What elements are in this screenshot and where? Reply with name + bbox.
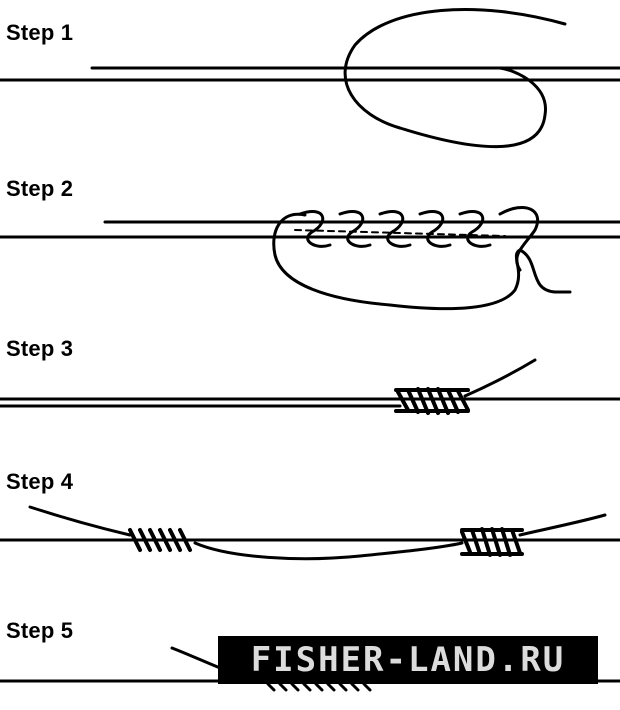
- step-2-label: Step 2: [6, 176, 74, 201]
- right-tag-4: [518, 513, 607, 537]
- sag-line-4: [193, 541, 464, 561]
- step-5-label: Step 5: [6, 618, 74, 643]
- step-2-illustration: [0, 205, 620, 311]
- step-1-label: Step 1: [6, 20, 74, 45]
- tag-end-2: [518, 248, 572, 294]
- step-4-illustration: [0, 505, 620, 561]
- wraps-5: [266, 682, 372, 692]
- step-3-illustration: [0, 358, 620, 415]
- right-wraps-4: [460, 527, 524, 557]
- left-tag-4: [28, 505, 132, 537]
- loop-2: [272, 212, 522, 311]
- watermark: FISHER-LAND.RU: [218, 636, 598, 684]
- loop-1: [343, 8, 567, 149]
- step-3-label: Step 3: [6, 336, 74, 361]
- inner-line-2: [294, 229, 506, 237]
- tag-end-3: [463, 358, 537, 398]
- left-wraps-4: [128, 528, 192, 552]
- step-4-label: Step 4: [6, 469, 74, 494]
- wraps-2: [298, 205, 539, 272]
- wraps-3: [394, 387, 470, 415]
- step-1-illustration: [0, 8, 620, 149]
